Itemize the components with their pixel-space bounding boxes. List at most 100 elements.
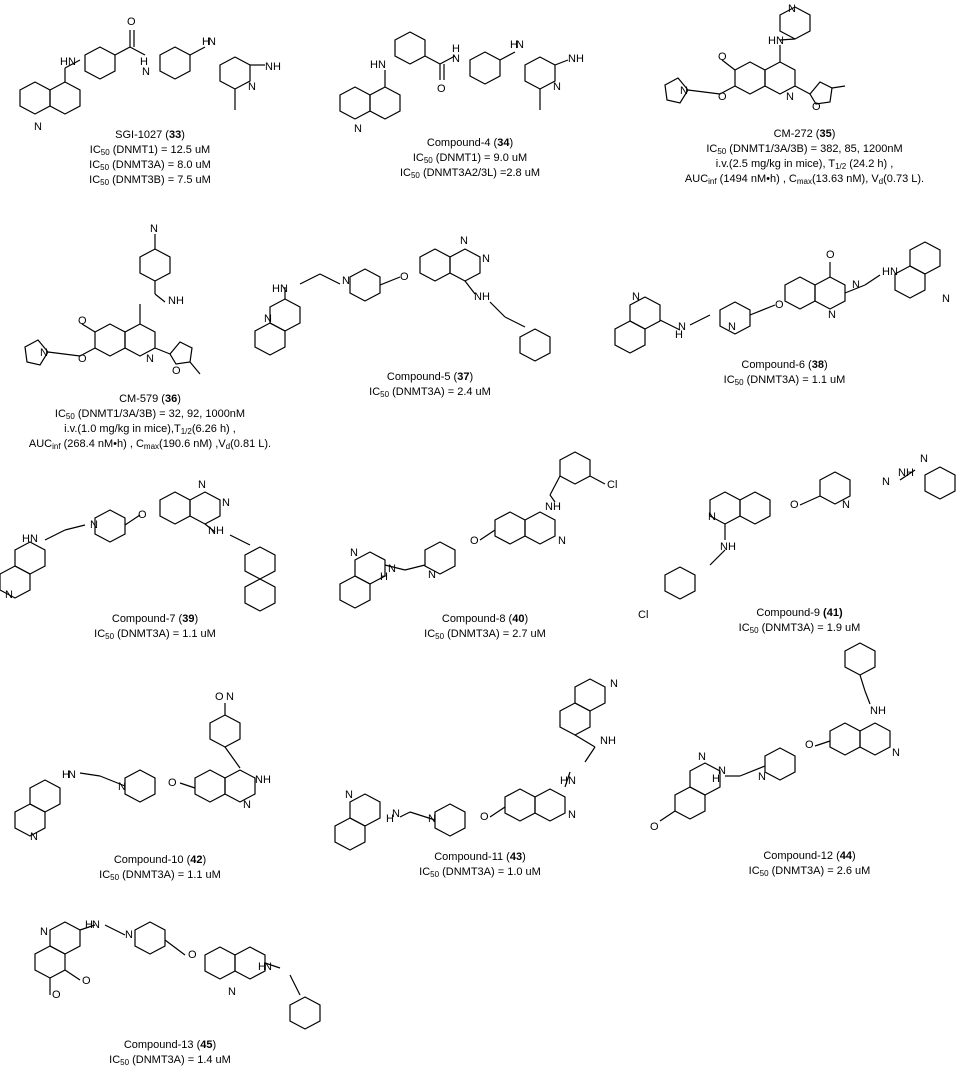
svg-text:N: N xyxy=(452,53,460,65)
compound-45-structure: N H N N O O O H N N xyxy=(34,919,321,1030)
compound-40-cell: Cl NH N O N H N N Compound-8 (40) IC50 (… xyxy=(330,440,640,650)
compound-41-structure: N N NH N O N NH Cl xyxy=(638,453,956,621)
svg-text:NH: NH xyxy=(870,705,886,717)
compound-42-caption: Compound-10 (42) IC50 (DNMT3A) = 1.1 uM xyxy=(99,854,221,882)
compound-42-structure: O N NH O N N H N N xyxy=(14,691,271,843)
svg-text:N: N xyxy=(248,81,256,93)
svg-text:O: O xyxy=(138,509,147,521)
svg-text:N: N xyxy=(30,831,38,843)
compound-33-caption: SGI-1027 (33) IC50 (DNMT1) = 12.5 uM IC5… xyxy=(89,129,211,187)
svg-text:NH: NH xyxy=(168,295,184,307)
svg-text:HN: HN xyxy=(560,775,576,787)
svg-text:H: H xyxy=(85,919,93,931)
svg-text:O: O xyxy=(168,777,177,789)
atom-hn: HN xyxy=(60,56,76,68)
compound-34-cell: HN O H N H N N N NH Compound-4 (34) IC50… xyxy=(320,0,620,200)
svg-text:N: N xyxy=(146,353,154,365)
svg-text:N: N xyxy=(228,986,236,998)
compound-44-caption: Compound-12 (44) IC50 (DNMT3A) = 2.6 uM xyxy=(748,850,871,878)
svg-text:N: N xyxy=(632,291,640,303)
svg-text:N: N xyxy=(610,678,618,690)
svg-text:NH: NH xyxy=(600,735,616,747)
svg-text:N: N xyxy=(890,266,898,278)
svg-text:N: N xyxy=(222,497,230,509)
svg-text:NH: NH xyxy=(265,61,281,73)
svg-text:O: O xyxy=(650,821,659,833)
svg-text:N: N xyxy=(40,347,48,359)
svg-text:N: N xyxy=(728,321,736,333)
svg-text:N: N xyxy=(350,547,358,559)
svg-text:N: N xyxy=(828,309,836,321)
svg-text:NH: NH xyxy=(474,291,490,303)
svg-text:N: N xyxy=(342,275,350,287)
svg-text:N: N xyxy=(892,747,900,759)
svg-text:N: N xyxy=(842,499,850,511)
svg-text:HN: HN xyxy=(768,35,784,47)
svg-text:N: N xyxy=(264,313,272,325)
compound-41-cell: N N NH N O N NH Cl Compound-9 (41) IC50 … xyxy=(630,440,969,650)
svg-text:O: O xyxy=(188,949,197,961)
svg-text:N: N xyxy=(345,789,353,801)
svg-text:NH: NH xyxy=(898,467,914,479)
svg-text:N: N xyxy=(428,569,436,581)
svg-text:H: H xyxy=(62,769,70,781)
svg-text:N: N xyxy=(786,91,794,103)
compound-44-structure: NH N O N H N N O xyxy=(650,642,900,833)
svg-text:N: N xyxy=(758,771,766,783)
compound-36-structure: N NH O O N O N xyxy=(24,223,201,377)
svg-text:N: N xyxy=(553,81,561,93)
svg-text:N: N xyxy=(788,3,796,15)
svg-text:N: N xyxy=(568,809,576,821)
svg-text:N: N xyxy=(226,691,234,703)
svg-text:N: N xyxy=(34,121,42,133)
svg-text:H: H xyxy=(452,43,460,55)
svg-text:N: N xyxy=(482,253,490,265)
svg-text:H: H xyxy=(140,56,148,68)
compound-37-caption: Compound-5 (37) IC50 (DNMT3A) = 2.4 uM xyxy=(369,371,491,399)
compound-38-structure: N H N N O O N N H N N xyxy=(614,241,950,354)
svg-text:N: N xyxy=(460,235,468,247)
compound-37-cell: HN N N O N N NH Compound-5 (37) IC50 (DN… xyxy=(254,222,600,412)
svg-text:N: N xyxy=(558,535,566,547)
svg-text:NH: NH xyxy=(208,525,224,537)
compound-37-structure: HN N N O N N NH xyxy=(254,235,551,362)
svg-text:O: O xyxy=(82,975,91,987)
compound-36-cell: N NH O O N O N CM-579 (36) IC50 (DNMT1/3… xyxy=(0,222,300,462)
svg-text:N: N xyxy=(5,589,13,601)
svg-text:NH: NH xyxy=(568,53,584,65)
svg-text:NH: NH xyxy=(545,501,561,513)
svg-text:N: N xyxy=(150,223,158,235)
svg-text:N: N xyxy=(125,929,133,941)
svg-text:O: O xyxy=(790,499,799,511)
svg-text:N: N xyxy=(708,511,716,523)
svg-text:N: N xyxy=(516,39,524,51)
svg-text:N: N xyxy=(142,66,150,78)
svg-text:O: O xyxy=(470,535,479,547)
svg-text:H: H xyxy=(712,773,720,785)
svg-text:N: N xyxy=(388,563,396,575)
compound-39-cell: HN N N O N N NH Compound-7 (39) IC50 (DN… xyxy=(0,470,310,650)
compound-35-structure: N HN O O N O N xyxy=(664,3,846,113)
svg-text:O: O xyxy=(127,16,136,28)
compound-38-caption: Compound-6 (38) IC50 (DNMT3A) = 1.1 uM xyxy=(723,359,846,387)
svg-text:N: N xyxy=(68,769,76,781)
compound-40-structure: Cl NH N O N H N N xyxy=(339,451,617,609)
svg-text:O: O xyxy=(172,365,181,377)
svg-text:N: N xyxy=(208,36,216,48)
svg-text:N: N xyxy=(243,799,251,811)
svg-text:N: N xyxy=(264,961,272,973)
compound-44-cell: NH N O N H N N O Compound-12 (44) IC50 (… xyxy=(650,636,969,886)
svg-text:Cl: Cl xyxy=(638,609,648,621)
svg-text:HN: HN xyxy=(272,283,288,295)
svg-text:N: N xyxy=(718,765,726,777)
svg-text:H: H xyxy=(380,571,388,583)
svg-text:HN: HN xyxy=(22,533,38,545)
svg-text:O: O xyxy=(718,51,727,63)
compound-45-caption: Compound-13 (45) IC50 (DNMT3A) = 1.4 uM xyxy=(109,1039,231,1067)
compound-38-cell: N H N N O O N N H N N Compound-6 (38) IC… xyxy=(600,230,969,400)
svg-text:N: N xyxy=(698,751,706,763)
compound-39-caption: Compound-7 (39) IC50 (DNMT3A) = 1.1 uM xyxy=(94,613,216,641)
svg-text:O: O xyxy=(52,989,61,1001)
svg-text:O: O xyxy=(400,271,409,283)
svg-text:N: N xyxy=(90,519,98,531)
